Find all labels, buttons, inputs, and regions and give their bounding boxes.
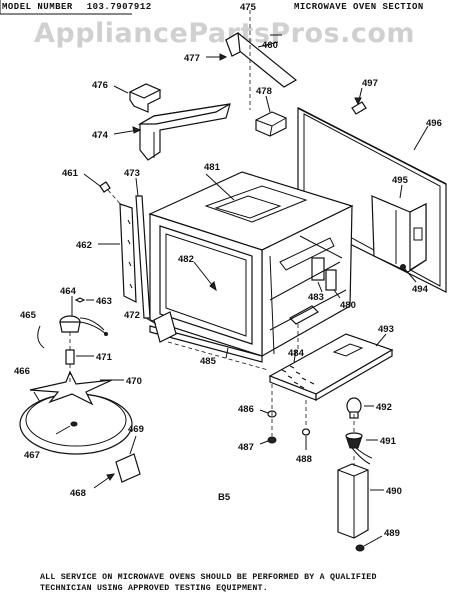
part-label-480: 480 <box>340 300 356 311</box>
part-label-466: 466 <box>14 366 30 377</box>
part-label-492: 492 <box>376 402 392 413</box>
center-line-461 <box>107 189 123 207</box>
tall-box-490-part <box>337 463 369 539</box>
screw-463-part <box>74 297 86 303</box>
arrow-474 <box>132 126 142 134</box>
service-notice-line-2: TECHNICIAN USING APPROVED TESTING EQUIPM… <box>40 584 268 593</box>
part-label-486: 486 <box>238 404 254 415</box>
part-label-496: 496 <box>426 118 442 129</box>
part-label-488: 488 <box>296 454 312 465</box>
leader-467 <box>55 425 71 435</box>
leader-466 <box>33 391 41 403</box>
oven-cabinet-481-part <box>148 171 354 358</box>
leader-495 <box>399 184 403 199</box>
leader-465 <box>37 325 45 349</box>
leader-485 <box>225 347 229 359</box>
motor-464-part <box>59 315 108 336</box>
l-block-476-part <box>128 83 162 113</box>
leader-484 <box>293 349 297 363</box>
part-label-490: 490 <box>386 486 402 497</box>
arrow-468 <box>106 473 116 481</box>
bottom-plate-493-part <box>268 333 394 402</box>
lamp-socket-491-part <box>345 432 373 465</box>
arrow-482 <box>209 281 217 292</box>
part-label-495: 495 <box>392 175 409 186</box>
hinge-plate-462-part <box>119 203 137 303</box>
part-label-464: 464 <box>60 286 77 297</box>
part-labels: 475 460 477 476 478 474 497 496 481 495 … <box>14 2 442 539</box>
part-label-476: 476 <box>92 80 108 91</box>
part-label-491: 491 <box>380 436 397 447</box>
leader-472 <box>145 317 157 325</box>
part-label-474: 474 <box>92 130 109 141</box>
page-code: B5 <box>218 492 231 503</box>
fastener-487-part <box>259 436 277 445</box>
part-label-472: 472 <box>124 310 140 321</box>
model-number-label: MODEL NUMBER 103.7907912 <box>2 2 152 12</box>
model-label-text: MODEL NUMBER <box>2 2 73 12</box>
part-label-485: 485 <box>200 356 217 367</box>
small-block-478-part <box>255 111 287 137</box>
strip-473-part <box>135 195 151 319</box>
part-label-470: 470 <box>126 376 142 387</box>
leader-478 <box>265 95 271 113</box>
part-label-462: 462 <box>76 240 92 251</box>
part-label-482: 482 <box>178 254 194 265</box>
leader-476 <box>113 85 129 94</box>
part-label-493: 493 <box>378 324 394 335</box>
part-label-467: 467 <box>24 450 40 461</box>
part-label-478: 478 <box>256 86 272 97</box>
part-label-477: 477 <box>184 53 200 64</box>
service-notice: ALL SERVICE ON MICROWAVE OVENS SHOULD BE… <box>40 572 460 594</box>
part-label-461: 461 <box>62 168 79 179</box>
l-block-474-part <box>137 103 231 161</box>
part-label-481: 481 <box>204 162 221 173</box>
service-notice-line-1: ALL SERVICE ON MICROWAVE OVENS SHOULD BE… <box>40 573 377 582</box>
center-line-485 <box>167 341 269 371</box>
model-number-value: 103.7907912 <box>86 2 152 12</box>
section-title: MICROWAVE OVEN SECTION <box>294 2 424 12</box>
vent-duct-part <box>224 32 298 88</box>
leader-493 <box>375 333 387 347</box>
stirrer-blade-470-part <box>29 370 113 406</box>
base-bracket-485-part <box>149 311 263 363</box>
fastener-486-part <box>259 409 277 418</box>
shaft-471-part <box>65 332 75 365</box>
leader-480 <box>333 289 341 299</box>
part-label-484: 484 <box>288 348 305 359</box>
part-label-468: 468 <box>70 488 86 499</box>
part-label-487: 487 <box>238 442 254 453</box>
arrow-477 <box>219 53 228 61</box>
cover-469-part <box>115 453 141 483</box>
part-label-497: 497 <box>362 78 378 89</box>
part-label-463: 463 <box>96 296 112 307</box>
part-label-473: 473 <box>124 168 140 179</box>
part-label-475: 475 <box>240 2 257 13</box>
fastener-488-part <box>301 428 311 450</box>
hub-467-part <box>70 421 78 427</box>
leader-494 <box>403 267 417 283</box>
screw-497-part <box>351 87 367 115</box>
leader-496 <box>413 125 429 151</box>
leader-473 <box>135 177 139 197</box>
leader-481 <box>205 173 235 201</box>
side-panel-495-part <box>371 195 427 273</box>
leader-469 <box>129 435 137 455</box>
part-label-460: 460 <box>262 40 278 51</box>
screw-489-part <box>355 535 383 552</box>
part-label-469: 469 <box>128 424 144 435</box>
watermark: AppliancePartsPros.com <box>34 18 416 49</box>
part-label-465: 465 <box>20 310 37 321</box>
part-label-494: 494 <box>412 284 429 295</box>
screw-461-part <box>83 173 111 193</box>
part-label-489: 489 <box>384 528 400 539</box>
leader-483 <box>317 281 323 293</box>
part-label-471: 471 <box>96 352 113 363</box>
part-label-483: 483 <box>308 292 324 303</box>
